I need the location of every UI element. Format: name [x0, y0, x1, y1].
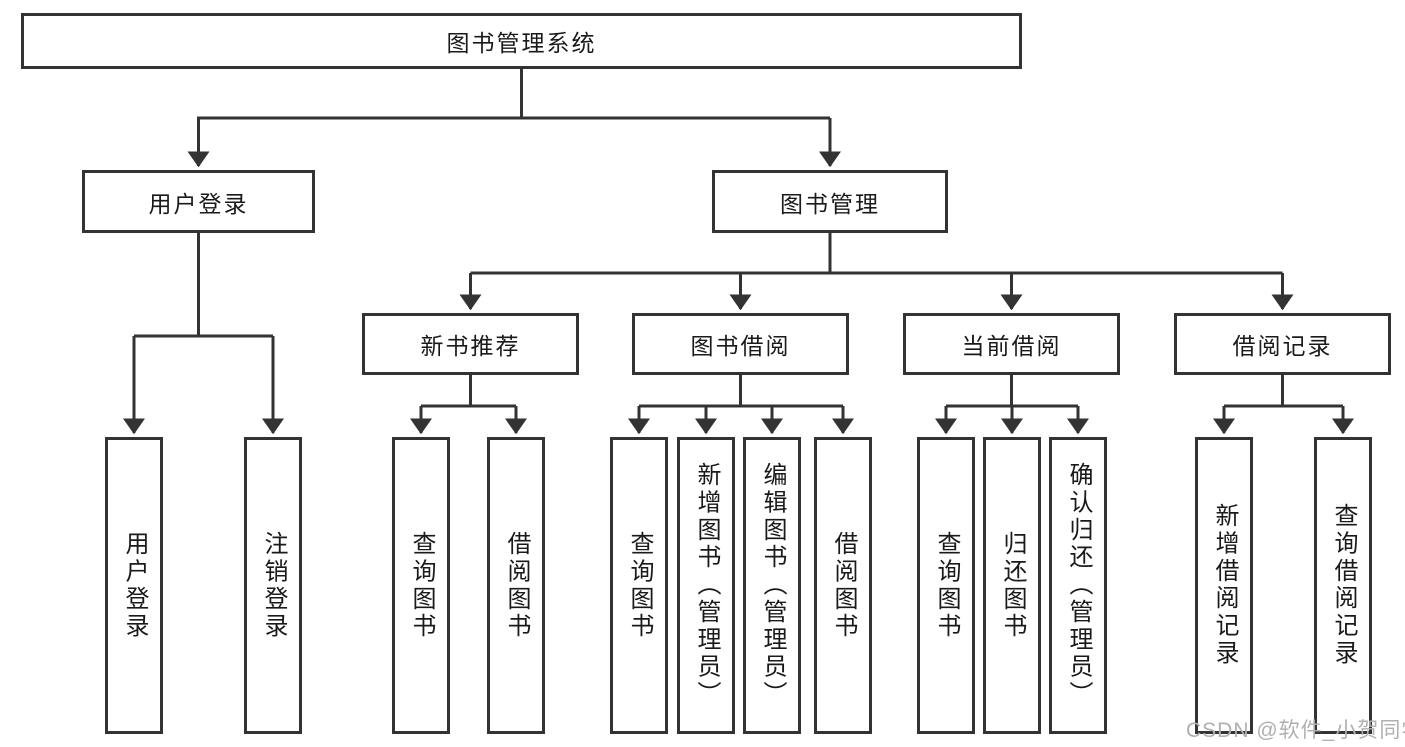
- node-label: 图书借阅: [690, 333, 791, 359]
- leaf-query-books-recommend: 查询图书: [392, 437, 450, 734]
- node-label: 归还图书: [999, 530, 1026, 641]
- node-borrowing-records: 借阅记录: [1174, 313, 1391, 375]
- leaf-borrow-books-recommend: 借阅图书: [487, 437, 545, 734]
- node-label: 新增图书（管理员）: [693, 462, 720, 709]
- leaf-query-books-borrowing: 查询图书: [610, 437, 668, 734]
- node-label: 借阅图书: [830, 530, 857, 641]
- node-book-management: 图书管理: [712, 170, 948, 233]
- node-library-management-system: 图书管理系统: [21, 13, 1022, 69]
- node-label: 借阅图书: [503, 530, 530, 641]
- node-label: 查询借阅记录: [1330, 503, 1357, 668]
- node-label: 图书管理系统: [446, 30, 597, 56]
- leaf-user-login: 用户登录: [105, 437, 163, 734]
- node-label: 借阅记录: [1232, 333, 1333, 359]
- leaf-return-books: 归还图书: [983, 437, 1041, 734]
- node-current-borrowing: 当前借阅: [903, 313, 1120, 375]
- node-new-book-recommend: 新书推荐: [362, 313, 579, 375]
- leaf-borrow-books-borrowing: 借阅图书: [814, 437, 872, 734]
- node-label: 新书推荐: [420, 333, 521, 359]
- node-label: 确认归还（管理员）: [1065, 462, 1092, 709]
- leaf-confirm-return-admin: 确认归还（管理员）: [1049, 437, 1107, 734]
- node-label: 查询图书: [933, 530, 960, 641]
- node-label: 用户登录: [121, 530, 148, 641]
- node-label: 编辑图书（管理员）: [759, 462, 786, 709]
- leaf-edit-books-admin: 编辑图书（管理员）: [743, 437, 801, 734]
- node-label: 查询图书: [408, 530, 435, 641]
- node-label: 用户登录: [148, 190, 249, 217]
- node-label: 图书管理: [780, 190, 880, 217]
- leaf-query-borrow-record: 查询借阅记录: [1314, 437, 1372, 734]
- node-label: 当前借阅: [961, 333, 1062, 359]
- node-label: 新增借阅记录: [1211, 503, 1238, 668]
- leaf-add-borrow-record: 新增借阅记录: [1195, 437, 1253, 734]
- node-user-login-branch: 用户登录: [82, 170, 315, 233]
- node-label: 查询图书: [626, 530, 653, 641]
- node-book-borrowing: 图书借阅: [632, 313, 849, 375]
- leaf-query-books-current: 查询图书: [917, 437, 975, 734]
- leaf-logout: 注销登录: [244, 437, 302, 734]
- node-label: 注销登录: [260, 530, 287, 641]
- csdn-watermark: CSDN @软件_小贺同学: [1186, 719, 1405, 742]
- leaf-add-books-admin: 新增图书（管理员）: [677, 437, 735, 734]
